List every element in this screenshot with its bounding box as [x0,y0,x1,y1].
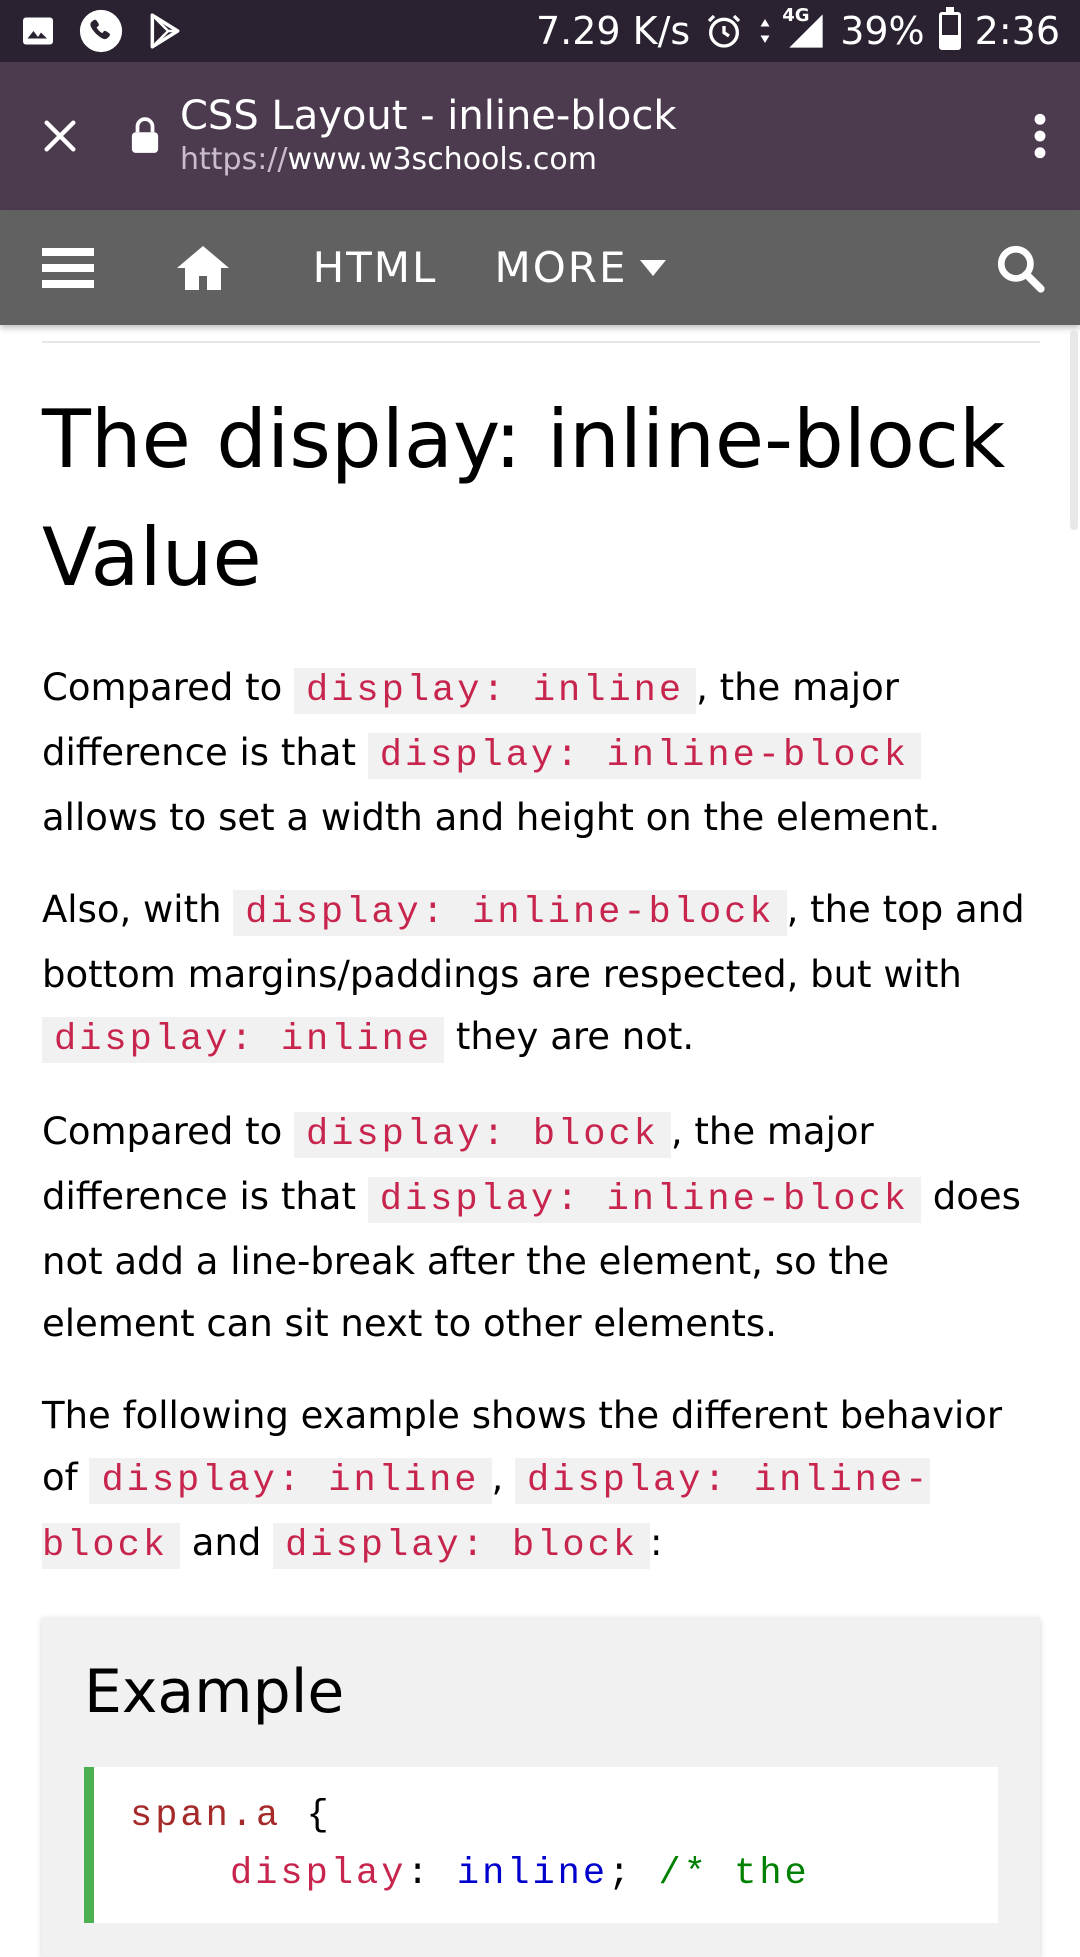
phone-icon [78,8,124,54]
text: , the major difference is that [42,1110,874,1218]
alarm-icon [704,11,744,51]
menu-button[interactable] [0,210,135,325]
site-nav: HTML MORE [0,210,1080,325]
inline-code: display: inline [42,1017,445,1063]
nav-more-label: MORE [494,243,628,292]
nav-html-label: HTML [312,243,438,292]
text: : [650,1521,663,1564]
url-scheme: https:// [180,142,288,177]
article-content: The display: inline-block Value Compared… [42,325,1040,1957]
search-button[interactable] [960,210,1080,325]
text: Compared to [42,666,294,709]
paragraph-3: Compared to display: block, the major di… [42,1101,1040,1355]
lock-icon[interactable] [120,117,170,155]
text: Also, with [42,888,234,931]
paragraph-4: The following example shows the differen… [42,1385,1040,1577]
image-icon [20,13,56,49]
inline-code: display: inline-block [233,890,787,936]
nav-html-link[interactable]: HTML [270,210,480,325]
caret-down-icon [639,259,666,276]
paragraph-2: Also, with display: inline-block, the to… [42,879,1040,1071]
data-arrows-icon [758,16,772,46]
play-store-icon [146,12,184,50]
code-semicolon: ; [608,1853,659,1895]
close-icon [44,120,76,152]
text: they are not. [444,1015,695,1058]
code-brace: { [281,1795,332,1837]
code-property: display [230,1853,407,1895]
article-heading: The display: inline-block Value [42,393,1006,604]
network-speed: 7.29 K/s [535,9,691,53]
page-scrollbar[interactable] [1070,330,1078,530]
code-value: inline [456,1853,609,1895]
text: Compared to [42,1110,294,1153]
text: and [180,1521,274,1564]
code-line: span.a { [130,1787,962,1845]
inline-code: display: inline-block [367,1177,922,1223]
inline-code: display: inline [89,1458,492,1504]
text: , the major difference is that [42,666,899,774]
overflow-menu-button[interactable] [1000,62,1080,210]
inline-code: display: inline [294,668,697,714]
battery-percent: 39% [840,9,925,53]
battery-icon [938,7,961,50]
url-text: https://www.w3schools.com [180,140,1000,180]
inline-code: display: inline-block [367,733,922,779]
network-type: 4G [782,5,810,26]
text: The following example shows the differen… [42,1394,1003,1499]
code-comment: /* the [658,1853,810,1895]
code-colon: : [406,1853,457,1895]
inline-code: display: block [273,1523,651,1569]
clock: 2:36 [974,9,1060,53]
nav-more-dropdown[interactable]: MORE [480,210,680,325]
inline-code: display: block [294,1112,671,1158]
status-bar: 7.29 K/s 4G 39% 2:36 [0,0,1080,62]
code-selector: span.a [130,1795,282,1837]
divider [42,341,1040,343]
text: , the top and bottom margins/paddings ar… [42,888,1025,996]
hamburger-icon [41,247,94,288]
more-vert-icon [1034,113,1046,159]
paragraph-1: Compared to display: inline, the major d… [42,657,1040,849]
url-area[interactable]: CSS Layout - inline-block https://www.w3… [180,92,1000,180]
example-box: Example span.a { display: inline; /* the [42,1617,1040,1957]
text: , [491,1456,516,1499]
example-title: Example [84,1657,345,1727]
signal-icon: 4G [782,5,826,51]
code-block: span.a { display: inline; /* the [84,1767,998,1923]
text: allows to set a width and height on the … [42,796,941,839]
text: does not add a line-break after the elem… [42,1175,1021,1345]
url-host: www.w3schools.com [287,142,597,177]
close-tab-button[interactable] [0,62,120,210]
browser-toolbar: CSS Layout - inline-block https://www.w3… [0,62,1080,210]
page-title: CSS Layout - inline-block [180,93,677,139]
home-icon [176,245,229,290]
home-button[interactable] [135,210,270,325]
code-line: display: inline; /* the [130,1845,962,1903]
search-icon [997,245,1045,293]
